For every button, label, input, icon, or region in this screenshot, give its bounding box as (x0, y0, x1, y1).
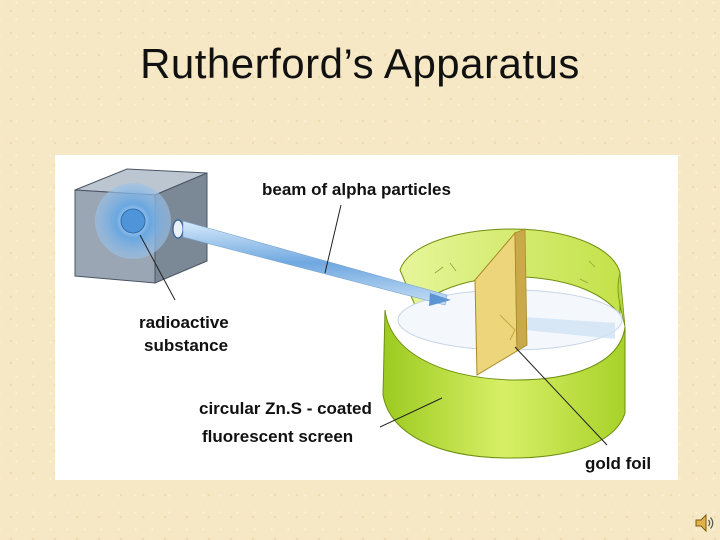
leader-lines (139, 204, 608, 446)
gold-foil-label: gold foil (585, 454, 652, 473)
gold-foil-sheet (474, 228, 528, 376)
radioactive-label-line2: substance (144, 336, 229, 355)
beam-label: beam of alpha particles (262, 180, 451, 199)
lead-box (74, 168, 208, 284)
radioactive-label-line1: radioactive (139, 313, 229, 332)
fluorescent-screen-front (382, 272, 626, 459)
source-leader-line (139, 234, 176, 301)
apparatus-illustration (74, 168, 626, 459)
beam-leader-line (324, 204, 342, 274)
screen-leader-line (379, 397, 443, 428)
speaker-icon[interactable] (694, 512, 716, 534)
apparatus-diagram: beam of alpha particles radioactive subs… (55, 155, 678, 480)
foil-leader-line (514, 346, 608, 446)
screen-label-line2: fluorescent screen (202, 427, 354, 446)
screen-label-line1: circular Zn.S - coated (199, 399, 372, 418)
slide-title: Rutherford’s Apparatus (140, 40, 580, 87)
